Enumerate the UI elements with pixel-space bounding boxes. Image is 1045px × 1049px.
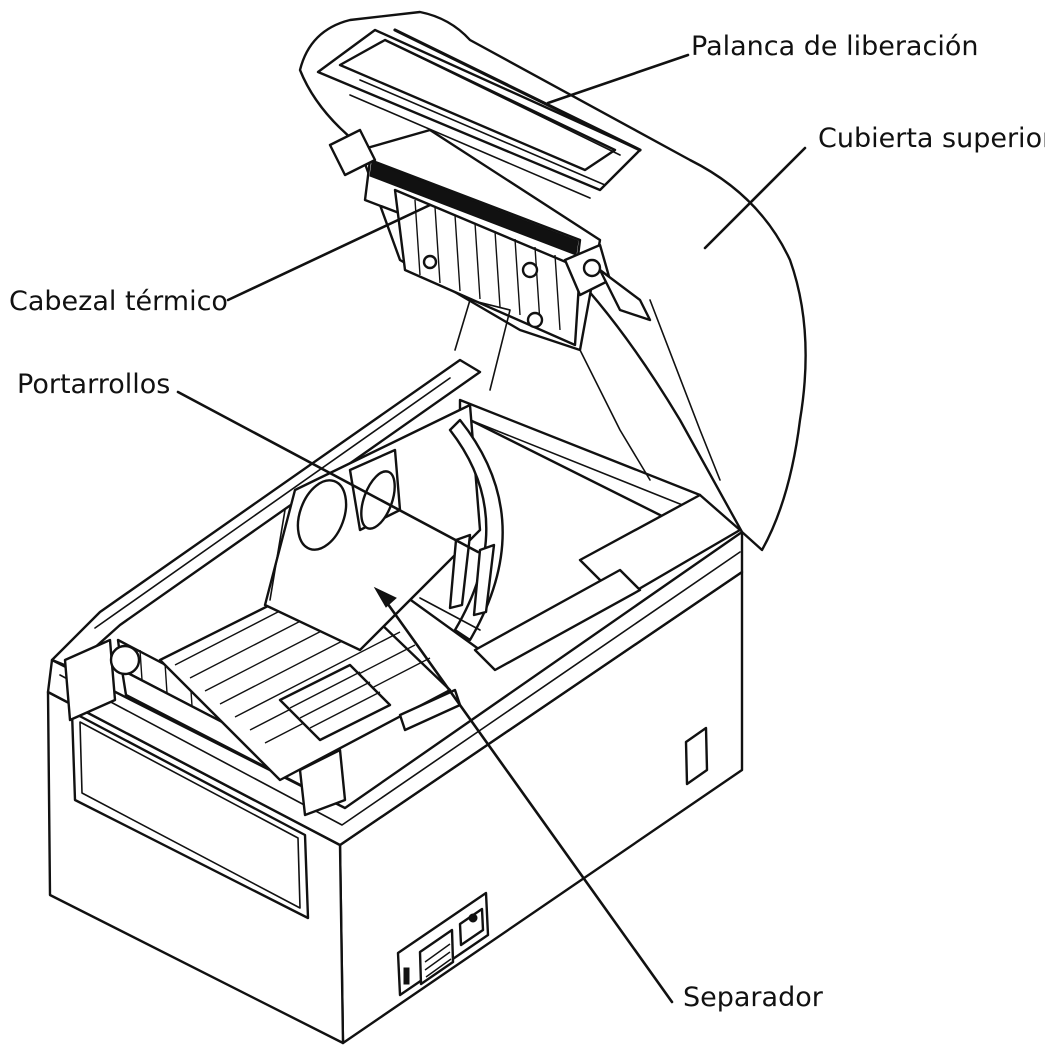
leader-separator (383, 598, 674, 1004)
leader-release-lever (546, 53, 690, 105)
leader-lines (176, 53, 807, 1004)
printer-body (46, 530, 744, 1045)
top-cover-part (298, 10, 807, 552)
callout-labels: Palanca de liberación Cubierta superior … (9, 31, 1045, 1013)
callout-separator: Separador (683, 982, 824, 1013)
leader-thermal-head (226, 203, 432, 302)
leader-roll-holder (176, 390, 480, 554)
roll-holder-part (263, 403, 504, 652)
callout-roll-holder: Portarrollos (17, 369, 170, 400)
callout-release-lever: Palanca de liberación (691, 31, 978, 62)
callout-top-cover: Cubierta superior (818, 123, 1045, 154)
callout-thermal-head: Cabezal térmico (9, 286, 228, 317)
separator-arrowhead (373, 586, 397, 608)
leader-top-cover (703, 146, 807, 250)
